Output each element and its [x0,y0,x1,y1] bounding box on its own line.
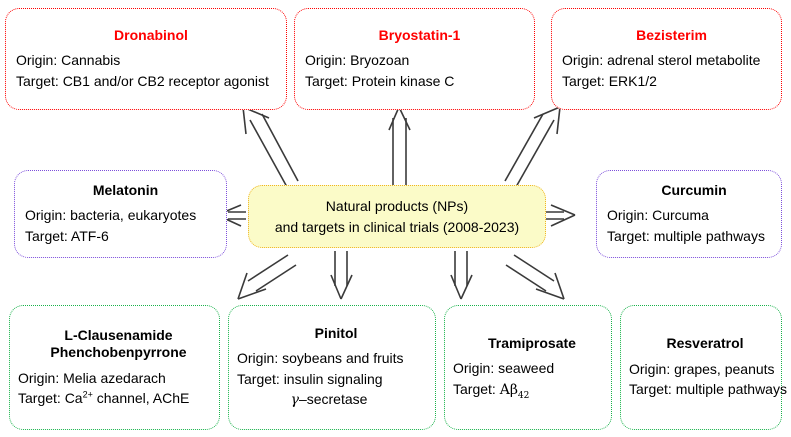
node-title-line-2: Phenchobenpyrrone [50,344,187,361]
node-title: Melatonin [92,181,159,198]
node-target: Target: multiple pathways [607,227,765,244]
node-target: Target: ERK1/2 [562,72,657,89]
node-title: Pinitol [314,324,358,341]
node-title: Bryostatin-1 [378,26,461,43]
node-origin: Origin: Melia azedarach [18,369,166,386]
node-pinitol[interactable]: Pinitol Origin: soybeans and fruits Targ… [228,305,436,430]
node-title-line-1: L-Clausenamide [64,326,173,343]
node-target: Target: Aβ42 [453,379,611,400]
node-curcumin[interactable]: Curcumin Origin: Curcuma Target: multipl… [596,170,782,258]
node-target-superscript: 2+ [82,389,93,400]
node-origin: Origin: adrenal sterol metabolite [562,52,761,69]
node-melatonin[interactable]: Melatonin Origin: bacteria, eukaryotes T… [14,170,227,258]
node-resveratrol[interactable]: Resveratrol Origin: grapes, peanuts Targ… [620,305,787,430]
gamma-symbol: γ [290,391,299,408]
node-origin: Origin: Curcuma [607,207,709,224]
arrow-to-dronabinol [242,106,299,188]
node-target: Target: ATF-6 [25,227,109,244]
arrow-to-tramiprosate [450,251,473,300]
node-l-clausenamide-phenchobenpyrrone[interactable]: L-Clausenamide Phenchobenpyrrone Origin:… [9,305,220,430]
node-origin: Origin: Bryozoan [305,52,410,69]
node-tramiprosate[interactable]: Tramiprosate Origin: seaweed Target: Aβ4… [444,305,612,430]
node-target: Target: Protein kinase C [305,72,455,89]
abeta-subscript: 42 [517,390,530,401]
node-title: Curcumin [661,181,727,198]
node-origin: Origin: grapes, peanuts [629,360,775,377]
arrow-to-bezisterim [504,106,561,188]
node-origin: Origin: seaweed [453,360,555,377]
arrow-to-clausenamide [237,254,297,300]
node-target: Target: CB1 and/or CB2 receptor agonist [16,72,269,89]
node-target-prefix: Target: [453,380,500,397]
node-target: Target: multiple pathways [629,381,787,398]
arrow-to-melatonin [216,204,246,227]
arrow-to-curcumin [546,204,576,227]
center-line-2: and targets in clinical trials (2008-202… [274,218,520,235]
node-target: Target: Ca2+ channel, AChE [18,388,219,408]
node-title: Resveratrol [666,335,744,352]
node-title: Dronabinol [114,26,188,43]
node-dronabinol[interactable]: Dronabinol Origin: Cannabis Target: CB1 … [5,8,287,110]
arrow-to-pinitol [330,251,353,300]
node-origin: Origin: bacteria, eukaryotes [25,207,197,224]
node-target-line-2-text: –secretase [298,390,368,407]
node-target-line-2: γ–secretase [237,389,435,410]
node-target-prefix: Target: Ca [18,390,83,406]
node-target-suffix: channel, AChE [92,390,190,406]
node-bryostatin-1[interactable]: Bryostatin-1 Origin: Bryozoan Target: Pr… [294,8,535,110]
node-title: Tramiprosate [488,334,576,351]
node-origin: Origin: soybeans and fruits [237,350,404,367]
node-target: Target: insulin signaling [237,370,383,387]
node-bezisterim[interactable]: Bezisterim Origin: adrenal sterol metabo… [551,8,782,110]
center-line-1: Natural products (NPs) [325,198,469,215]
arrow-to-bryostatin [388,106,411,185]
arrow-to-resveratrol [505,254,565,300]
node-origin: Origin: Cannabis [16,52,121,69]
node-title: Bezisterim [636,26,707,43]
abeta-symbol: Aβ [499,381,518,398]
center-node-natural-products[interactable]: Natural products (NPs) and targets in cl… [248,185,546,248]
